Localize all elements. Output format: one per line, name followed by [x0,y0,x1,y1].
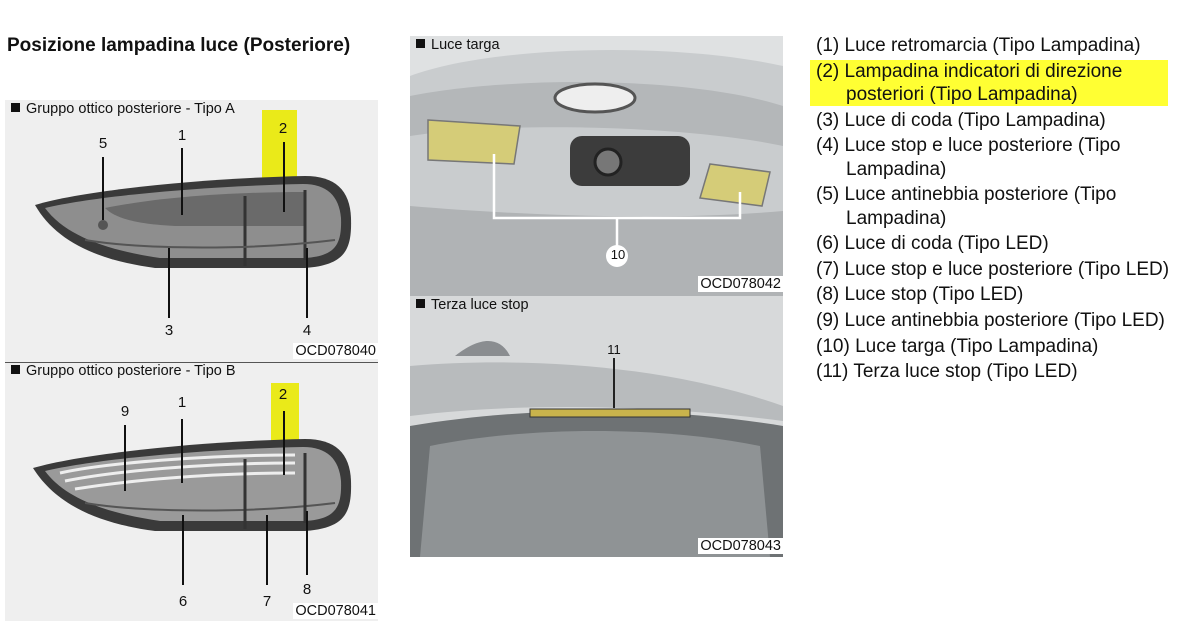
callout-5: 5 [98,135,108,152]
caption-text: Luce targa [431,37,500,53]
legend-item: (11) Terza luce stop (Tipo LED) [816,361,1078,383]
callout-1: 1 [177,127,187,144]
figure-caption: Gruppo ottico posteriore - Tipo B [11,363,236,380]
bullet-square-icon [416,299,425,308]
figure-caption: Terza luce stop [416,296,529,314]
callout-4: 4 [302,322,312,339]
legend-item: (1) Luce retromarcia (Tipo Lampadina) [816,35,1141,56]
caption-text: Gruppo ottico posteriore - Tipo B [26,363,236,379]
third-brake-light-drawing [410,341,783,557]
figure-caption: Luce targa [416,36,500,54]
callout-8: 8 [302,581,312,598]
legend-item: (5) Luce antinebbia posteriore (Tipo Lam… [816,184,1117,229]
page-title: Posizione lampadina luce (Posteriore) [7,35,351,56]
caption-text: Terza luce stop [431,297,529,313]
legend-item: (6) Luce di coda (Tipo LED) [816,233,1049,255]
callout-3: 3 [164,322,174,339]
figure-code: OCD078042 [698,276,783,292]
figure-code: OCD078041 [293,603,378,619]
legend-item: (8) Luce stop (Tipo LED) [816,284,1024,306]
callout-2: 2 [278,386,288,403]
legend-list: (1) Luce retromarcia (Tipo Lampadina) (2… [810,34,1196,386]
bullet-square-icon [416,39,425,48]
legend-item: (4) Luce stop e luce posteriore (Tipo La… [816,135,1121,180]
tail-light-b-drawing [33,411,352,585]
figure-tipo-b: Gruppo ottico posteriore - Tipo B 9 1 2 … [5,363,378,621]
divider [5,362,378,363]
callout-10: 10 [610,247,626,262]
figure-code: OCD078040 [293,343,378,359]
bullet-square-icon [11,365,20,374]
legend-item: (3) Luce di coda (Tipo Lampadina) [816,109,1106,131]
legend-item: (9) Luce antinebbia posteriore (Tipo LED… [816,309,1165,331]
callout-11: 11 [607,342,621,357]
legend-item: (7) Luce stop e luce posteriore (Tipo LE… [816,258,1170,280]
license-plate-light-drawing [410,36,783,296]
caption-text: Gruppo ottico posteriore - Tipo A [26,101,235,117]
legend-item-highlighted: (2) Lampadina indicatori di direzione po… [810,59,1168,107]
callout-7: 7 [262,593,272,610]
callout-1: 1 [177,394,187,411]
figure-code: OCD078043 [698,538,783,554]
callout-2: 2 [278,120,288,137]
callout-9: 9 [120,403,130,420]
figure-terza-luce-stop: Terza luce stop 11 OCD078043 [410,296,783,557]
callout-6: 6 [178,593,188,610]
figure-caption: Gruppo ottico posteriore - Tipo A [11,100,235,118]
figure-luce-targa: Luce targa 10 OCD078042 [410,36,783,296]
figure-tipo-a: Gruppo ottico posteriore - Tipo A 5 1 2 … [5,100,378,362]
bullet-square-icon [11,103,20,112]
legend-item: (10) Luce targa (Tipo Lampadina) [816,335,1099,357]
tail-light-a-drawing [35,142,352,318]
